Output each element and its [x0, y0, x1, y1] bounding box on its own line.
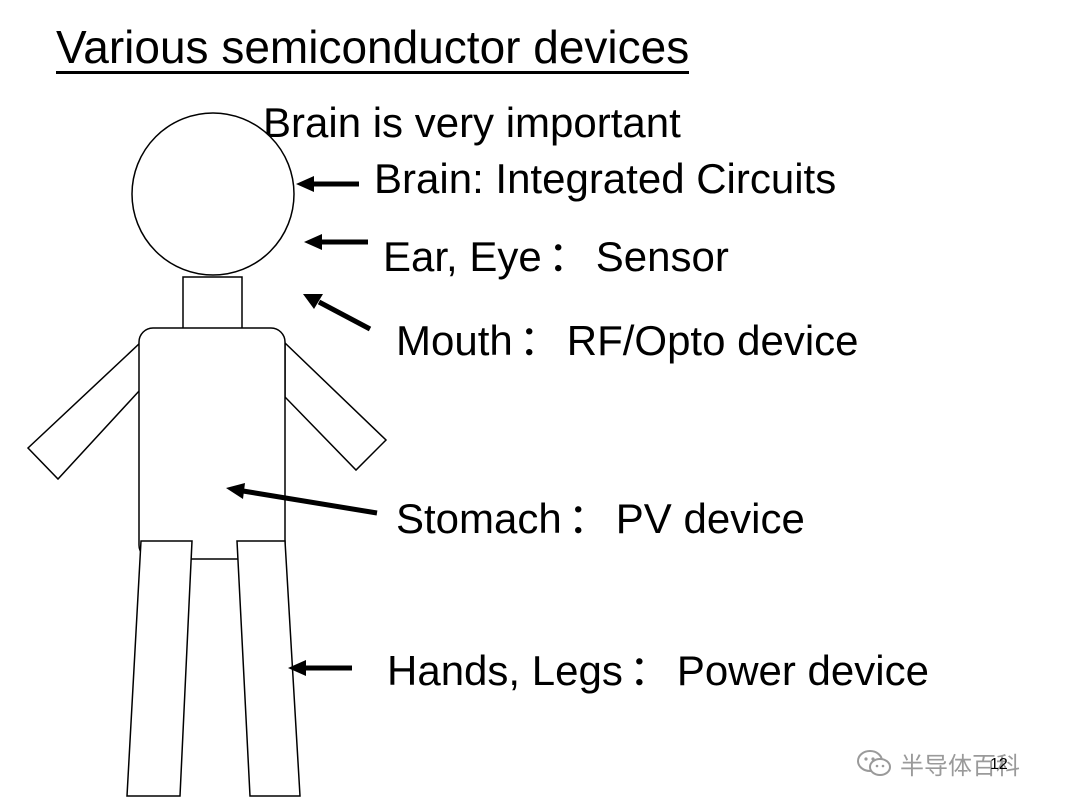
label-ear-eye: Ear, Eye：Sensor	[383, 236, 729, 278]
wechat-icon	[857, 749, 891, 776]
left-arm-shape	[26, 341, 141, 481]
neck-shape	[182, 276, 243, 330]
label-mouth-part: Mouth	[396, 317, 513, 364]
label-stomach-part: Stomach	[396, 495, 562, 542]
left-leg-shape	[126, 540, 193, 797]
watermark: 半导体百科	[856, 746, 1020, 781]
torso-shape	[138, 327, 286, 560]
label-hands-legs-device: Power device	[676, 647, 929, 694]
page-number: 12	[990, 756, 1008, 773]
label-brain: Brain: Integrated Circuits	[374, 158, 836, 200]
label-ear-eye-separator: ：	[547, 233, 590, 280]
slide-title: Various semiconductor devices	[56, 21, 690, 74]
label-stomach: Stomach：PV device	[396, 498, 805, 540]
label-stomach-device: PV device	[615, 495, 805, 542]
label-mouth-device: RF/Opto device	[566, 317, 859, 364]
label-mouth-separator: ：	[518, 317, 561, 364]
label-mouth: Mouth：RF/Opto device	[396, 320, 859, 362]
label-stomach-separator: ：	[567, 495, 610, 542]
watermark-text: 半导体百科	[900, 753, 1020, 780]
right-arm-shape	[284, 341, 388, 472]
label-hands-legs-part: Hands, Legs	[387, 647, 623, 694]
label-ear-eye-part: Ear, Eye	[383, 233, 542, 280]
label-hands-legs: Hands, Legs：Power device	[387, 650, 929, 692]
label-hands-legs-separator: ：	[628, 647, 671, 694]
label-brain-separator: :	[472, 155, 496, 202]
head-shape	[131, 112, 295, 276]
arrow-hands-legs	[288, 660, 352, 676]
right-leg-shape	[236, 540, 301, 797]
arrow-stomach	[226, 483, 378, 516]
arrow-ear-eye	[304, 234, 368, 250]
arrow-brain	[296, 176, 359, 192]
label-brain-device: Integrated Circuits	[495, 155, 837, 202]
slide-subtitle: Brain is very important	[263, 99, 681, 146]
label-ear-eye-device: Sensor	[595, 233, 729, 280]
arrow-mouth	[303, 294, 372, 332]
label-brain-part: Brain	[374, 155, 473, 202]
